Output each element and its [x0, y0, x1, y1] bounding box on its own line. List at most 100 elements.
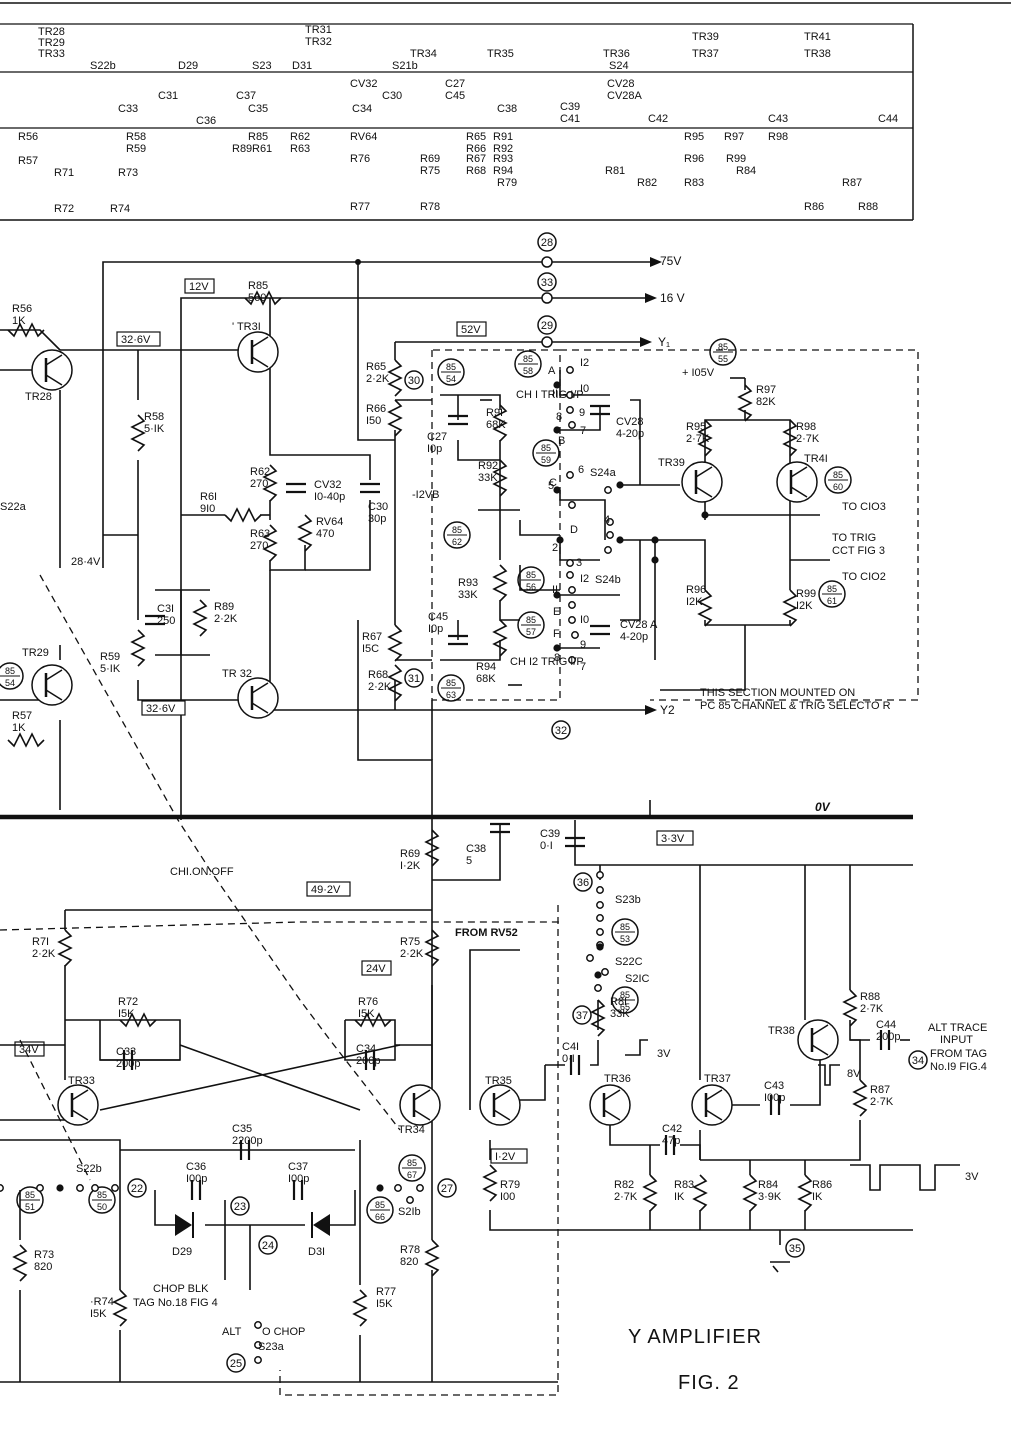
- grid-ref-tr35: TR35: [487, 48, 514, 60]
- resistor-value: 33K: [610, 1008, 630, 1020]
- switch-contact-label-upper-10: 6: [578, 464, 584, 476]
- resistor-zigzag: [492, 619, 508, 657]
- resistor-value: I2K: [796, 600, 813, 612]
- transistor-emitter: [603, 1109, 621, 1121]
- pc-ref-board: 85: [407, 1158, 417, 1168]
- grid-ref-r95: R95: [684, 131, 704, 143]
- rail-y2-label: Y2: [660, 703, 675, 717]
- tag-number-25: 25: [230, 1358, 242, 1370]
- switch-contact-open-14: [568, 616, 576, 624]
- tag-number-34: 34: [912, 1055, 924, 1067]
- transistor-emitter: [811, 1044, 829, 1056]
- resistor-ref: R89: [214, 601, 234, 613]
- transistor-body: [691, 1084, 733, 1126]
- voltage-text-v326a: 32·6V: [121, 334, 151, 346]
- section-note-1: THIS SECTION MOUNTED ON: [700, 687, 855, 699]
- switch-contact-open-9: [604, 546, 612, 554]
- tag-25: 25: [226, 1353, 246, 1373]
- transistor-label: ' TR3I: [232, 321, 261, 333]
- voltage-box-v52: [456, 321, 487, 337]
- grid-ref-tr34: TR34: [410, 48, 437, 60]
- supply-rails: 75V 16 V Y₁ 0V Y2: [0, 254, 913, 1383]
- capacitor-value: 200p: [116, 1058, 140, 1070]
- grid-ref-c33: C33: [118, 103, 138, 115]
- capacitor-ref: C27: [427, 431, 447, 443]
- grid-ref-c41: C41: [560, 113, 580, 125]
- rail-0v-label: 0V: [815, 800, 831, 814]
- switch-contact-open-15: [571, 631, 579, 639]
- grid-ref-tr28: TR28: [38, 26, 65, 38]
- resistor-ref: R58: [144, 411, 164, 423]
- resistor-zigzag: [737, 384, 753, 422]
- switch-contact-open-29: [394, 1184, 402, 1192]
- voltage-text-v284: 28·4V: [71, 556, 101, 568]
- capacitor-value: I0-40p: [314, 491, 345, 503]
- resistor-zigzag: [424, 1239, 440, 1277]
- pc-ref-pin: 65: [620, 1002, 630, 1012]
- switch-contact-open-3: [568, 421, 576, 429]
- switch-contact-open-18: [596, 886, 604, 894]
- grid-ref-r97: R97: [724, 131, 744, 143]
- transistor-emitter: [705, 1109, 723, 1121]
- switch-contact-label-upper-2: C: [549, 477, 557, 489]
- cct-fig3-label: CCT FIG 3: [832, 545, 885, 557]
- switch-contact-label-upper-9: 7: [580, 425, 586, 437]
- s24a-label: S24a: [590, 467, 617, 479]
- switch-contact-open-7: [606, 518, 614, 526]
- grid-ref-r86: R86: [804, 201, 824, 213]
- resistor-value: 68K: [476, 673, 496, 685]
- grid-ref-r62: R62: [290, 131, 310, 143]
- capacitor-value: 250: [157, 615, 175, 627]
- switch-contact-closed-12: [376, 1184, 384, 1192]
- transistor-label: TR39: [658, 457, 685, 469]
- resistor-value: 5·IK: [100, 663, 121, 675]
- grid-ref-r98: R98: [768, 131, 788, 143]
- resistor-zigzag: [262, 524, 278, 562]
- resistor-zigzag: [57, 929, 73, 967]
- diode-d31: D3I: [308, 1212, 330, 1258]
- grid-ref-c45: C45: [445, 90, 465, 102]
- grid-ref-cv32: CV32: [350, 78, 378, 90]
- transistor-tr35: TR35: [479, 1075, 521, 1126]
- resistor-value: I5K: [358, 1008, 375, 1020]
- grid-ref-r88: R88: [858, 201, 878, 213]
- resistor-zigzag: [642, 1174, 658, 1212]
- voltage-v34: 34V: [14, 1041, 45, 1057]
- switch-contact-closed-8: [651, 536, 659, 544]
- transistor-emitter: [45, 689, 63, 701]
- resistor-value: I5K: [90, 1308, 107, 1320]
- tag-24: 24: [258, 1235, 278, 1255]
- voltage-v24: 24V: [361, 960, 392, 976]
- transistor-collector: [493, 1089, 511, 1101]
- resistor-zigzag: [244, 290, 282, 306]
- resistor-value: 2·2K: [214, 613, 238, 625]
- grid-ref-r91: R91: [493, 131, 513, 143]
- resistor-ref: RV64: [316, 516, 343, 528]
- tag-23: 23: [230, 1196, 250, 1216]
- tag-number-37: 37: [576, 1010, 588, 1022]
- transistor-emitter: [251, 702, 269, 714]
- grid-ref-r89: R89: [232, 143, 252, 155]
- switch-contact-open-24: [601, 968, 609, 976]
- pc-ref-board: 85: [833, 470, 843, 480]
- resistor-zigzag: [224, 507, 262, 523]
- pc-ref-pin: 50: [97, 1202, 107, 1212]
- tag-36: 36: [573, 872, 593, 892]
- switch-contact-open-32: [254, 1321, 262, 1329]
- switch-contact-open-20: [596, 914, 604, 922]
- transistor-label: TR29: [22, 647, 49, 659]
- resistor-value: I50: [366, 415, 381, 427]
- transistor-body: [399, 1084, 441, 1126]
- pc-ref-pin: 54: [446, 374, 456, 384]
- transistor-emitter: [493, 1109, 511, 1121]
- alt-label: ALT: [222, 1326, 242, 1338]
